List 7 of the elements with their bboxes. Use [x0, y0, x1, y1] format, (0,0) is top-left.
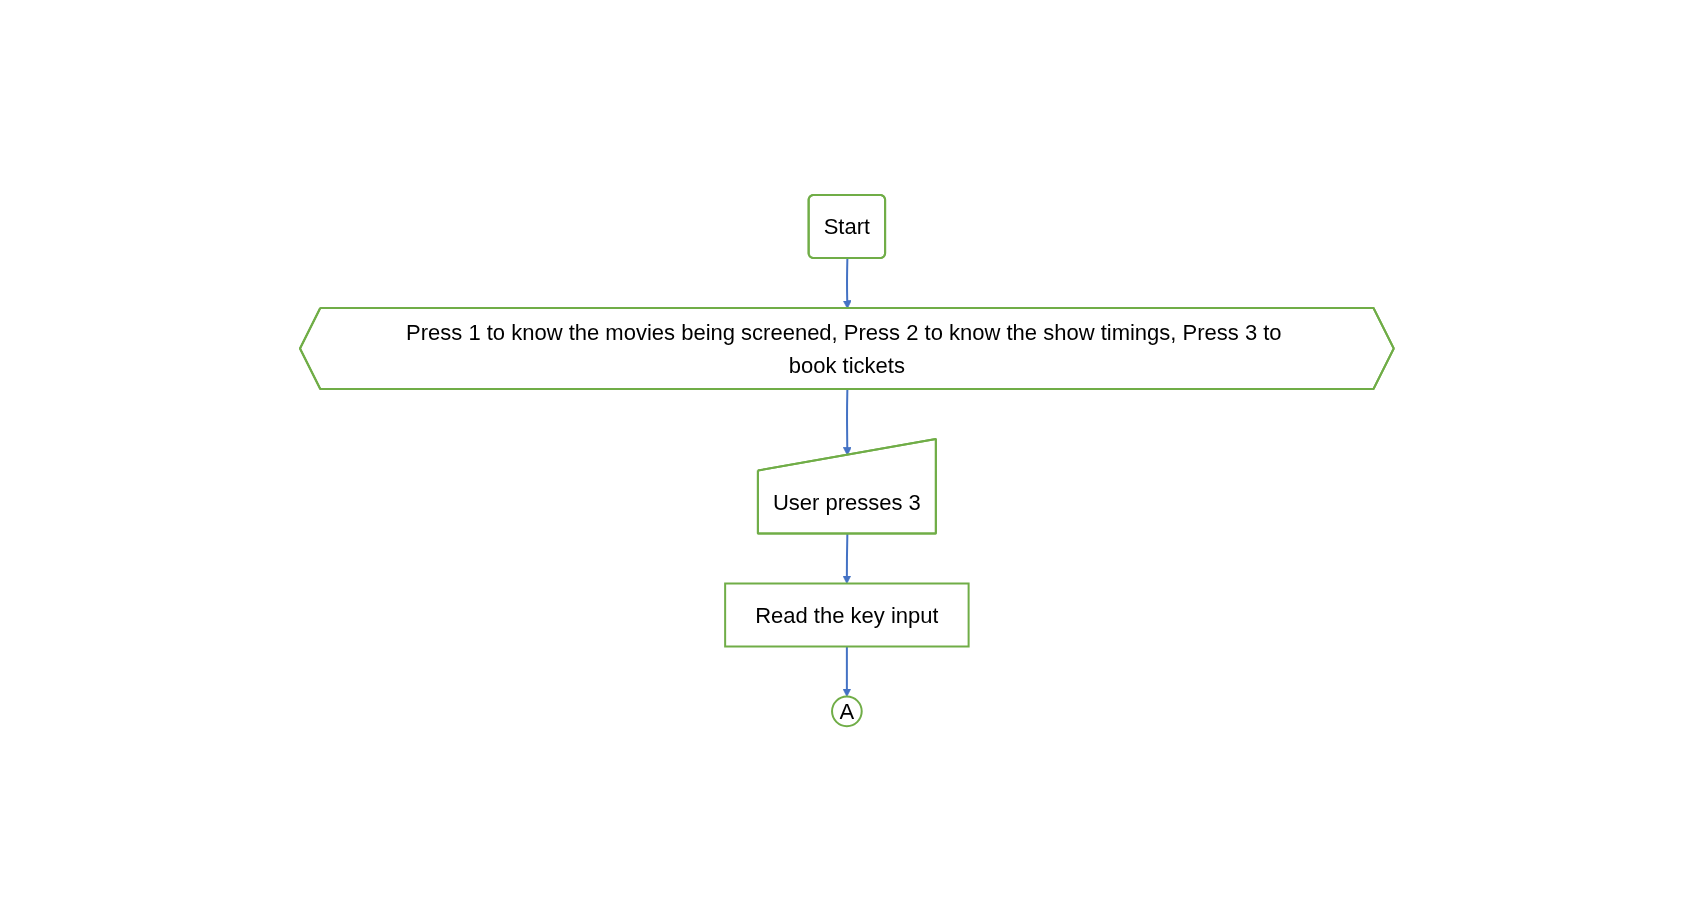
arrow: [842, 533, 852, 584]
arrow: [843, 388, 852, 456]
node-box: Read the key input: [724, 582, 970, 648]
node-circle: A: [831, 695, 863, 728]
arrow: [842, 645, 852, 697]
arrow: [842, 257, 852, 309]
node-text: Press 1 to know the movies being screened, Press 2 to know the show timings, Press 3 to book tickets: [406, 319, 1282, 378]
